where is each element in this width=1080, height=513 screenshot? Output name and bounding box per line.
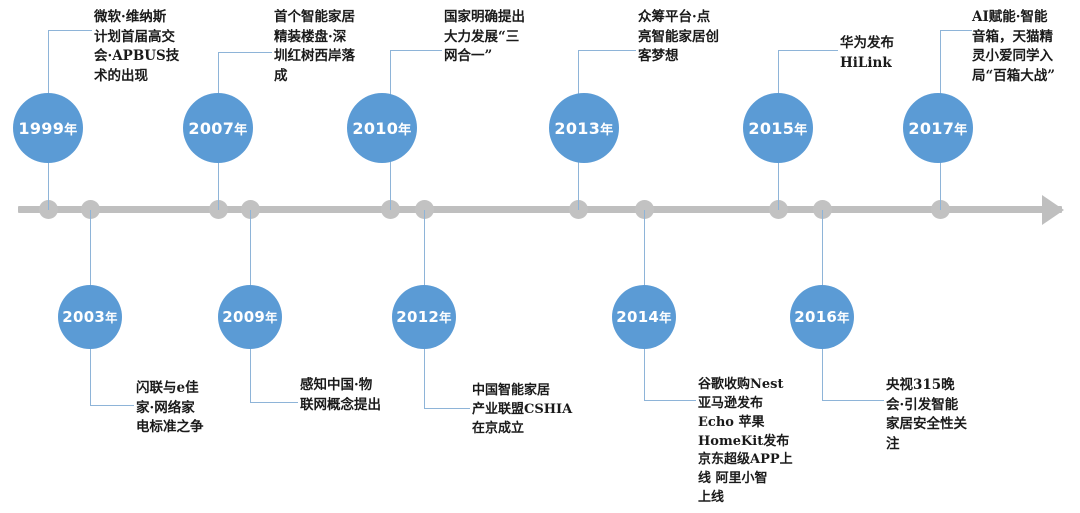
event-label-2007: 首个智能家居 精装楼盘·深 圳红树西岸落 成 bbox=[274, 9, 355, 84]
timeline-axis-dot bbox=[634, 200, 654, 219]
timeline-axis-dot bbox=[80, 200, 100, 219]
connector-horizontal-2014 bbox=[644, 400, 696, 401]
timeline-axis-dot bbox=[240, 200, 260, 219]
timeline-axis-arrow-icon bbox=[1042, 195, 1064, 225]
event-label-2016: 央视315晚 会·引发智能 家居安全性关 注 bbox=[886, 377, 967, 452]
connector-horizontal-2017 bbox=[940, 30, 972, 31]
connector-horizontal-2009 bbox=[250, 402, 298, 403]
event-label-1999: 微软·维纳斯 计划首届高交 会·APBUS技 术的出现 bbox=[94, 9, 180, 84]
connector-horizontal-2003 bbox=[90, 405, 134, 406]
event-label-2014: 谷歌收购Nest 亚马逊发布 Echo 苹果 HomeKit发布 京东超级APP… bbox=[698, 377, 793, 506]
event-label-2013: 众筹平台·点 亮智能家居创 客梦想 bbox=[638, 9, 719, 65]
connector-horizontal-2015 bbox=[778, 50, 838, 51]
connector-horizontal-2013 bbox=[578, 50, 636, 51]
connector-horizontal-1999 bbox=[48, 30, 92, 31]
event-label-2012: 中国智能家居 产业联盟CSHIA 在京成立 bbox=[472, 383, 573, 436]
connector-horizontal-2012 bbox=[424, 408, 470, 409]
connector-horizontal-2016 bbox=[822, 400, 884, 401]
event-label-2017: AI赋能·智能 音箱，天猫精 灵小爱同学入 局“百箱大战” bbox=[972, 9, 1056, 84]
timeline-axis-dot bbox=[414, 200, 434, 219]
event-label-2015: 华为发布 HiLink bbox=[840, 35, 894, 71]
event-label-2003: 闪联与e佳 家·网络家 电标准之争 bbox=[136, 380, 204, 436]
timeline-axis-dot bbox=[812, 200, 832, 219]
event-label-2009: 感知中国·物 联网概念提出 bbox=[300, 377, 381, 413]
connector-horizontal-2007 bbox=[218, 52, 272, 53]
event-label-2010: 国家明确提出 大力发展“三 网合一” bbox=[444, 9, 525, 65]
connector-horizontal-2010 bbox=[390, 50, 442, 51]
timeline-axis-line bbox=[18, 206, 1062, 213]
